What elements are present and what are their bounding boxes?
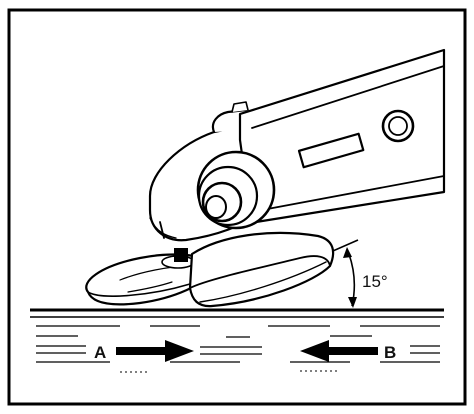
direction-label-b: B — [384, 343, 396, 362]
direction-arrow-a — [116, 340, 194, 362]
angle-label: 15° — [362, 272, 388, 291]
side-handle-boss — [196, 150, 276, 230]
switch-button-icon — [381, 109, 415, 143]
grinding-disc — [85, 248, 214, 306]
direction-arrow-b — [300, 340, 378, 362]
vent-slot — [297, 132, 365, 169]
wheel-guard — [188, 231, 335, 308]
angle-grinder — [85, 48, 446, 308]
direction-label-a: A — [94, 343, 106, 362]
work-surface — [30, 308, 444, 373]
